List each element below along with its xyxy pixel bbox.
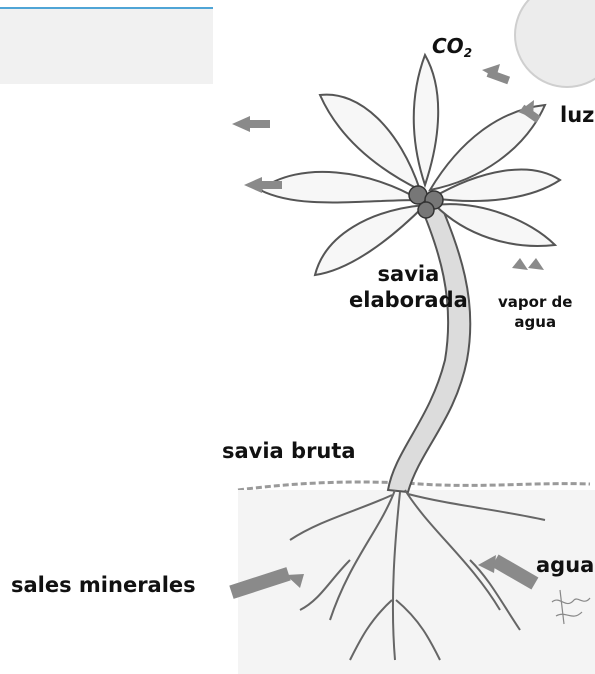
label-agua: agua bbox=[536, 555, 594, 576]
leaves bbox=[260, 55, 560, 275]
header-shade bbox=[0, 9, 213, 84]
trunk bbox=[388, 198, 470, 492]
label-co2: CO2 bbox=[432, 36, 472, 59]
label-luz: luz bbox=[560, 105, 594, 126]
label-savia-elaborada: savia elaborada bbox=[349, 261, 468, 314]
label-vapor-de-agua: vapor de agua bbox=[498, 293, 572, 332]
ground-line bbox=[238, 482, 590, 490]
label-savia-bruta: savia bruta bbox=[222, 441, 356, 462]
label-sales-minerales: sales minerales bbox=[11, 575, 196, 596]
sun-icon bbox=[515, 0, 595, 87]
soil-shading bbox=[238, 490, 595, 674]
